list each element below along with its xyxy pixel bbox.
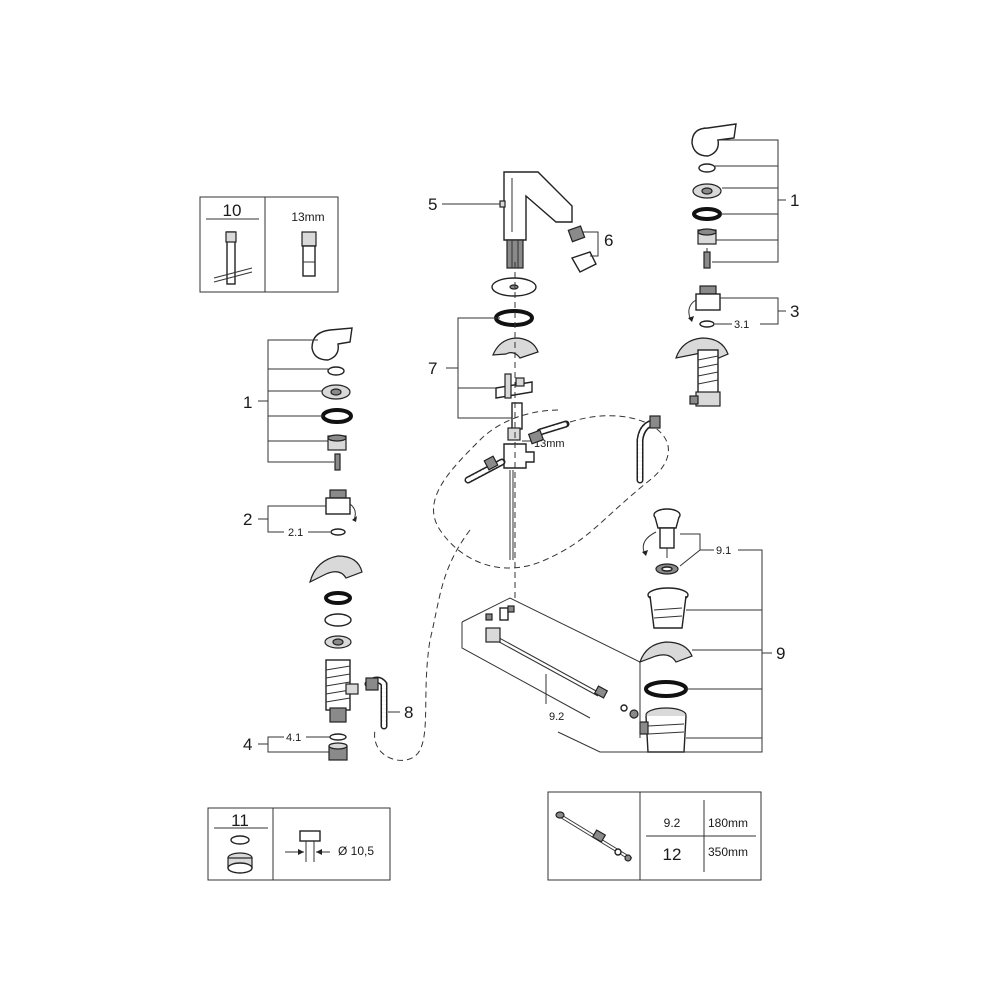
right-elbow-hose	[636, 415, 661, 484]
box-10-number: 10	[223, 201, 242, 220]
lengths-table: 9.2 180mm 12 350mm	[547, 791, 762, 881]
pipe-diameter-icon	[285, 830, 330, 862]
callout-6: 6	[582, 231, 613, 257]
socket-13mm-icon	[301, 231, 317, 277]
drain-assembly	[485, 508, 693, 753]
spout-assembly: 13mm	[491, 171, 597, 600]
callout-9-label: 9	[776, 644, 785, 663]
callout-3-1-label: 3.1	[734, 319, 749, 331]
callout-1-right: 1	[712, 139, 799, 263]
callout-3: 3 3.1	[715, 297, 799, 331]
callout-2: 2 2.1	[243, 505, 330, 539]
callout-3-label: 3	[790, 302, 799, 321]
spout-body	[503, 171, 573, 241]
table-row-1-length: 180mm	[708, 816, 748, 830]
callout-8: 8	[388, 703, 413, 722]
callout-9-1-label: 9.1	[716, 545, 731, 557]
spout-o-ring	[494, 309, 534, 327]
left-valve-assembly	[309, 327, 363, 761]
callout-1-left: 1	[243, 339, 334, 463]
callout-9-2-label: 9.2	[549, 711, 564, 723]
table-row-2-length: 350mm	[708, 845, 748, 859]
callout-2-label: 2	[243, 510, 252, 529]
left-elbow-hose	[364, 676, 388, 730]
mounting-stud	[511, 402, 523, 430]
box-11-diameter: Ø 10,5	[338, 844, 374, 858]
callout-6-label: 6	[604, 231, 613, 250]
hose-route-upper	[433, 409, 669, 569]
rod-bracket-outline	[461, 597, 641, 738]
callout-2-1-label: 2.1	[288, 527, 303, 539]
compression-nut-icon	[227, 852, 253, 874]
right-lever-handle	[691, 123, 737, 157]
table-row-1-part: 9.2	[664, 816, 681, 830]
box-11-seal-nut: 11 Ø 10,5	[207, 807, 391, 881]
callout-1-left-label: 1	[243, 393, 252, 412]
tee-connector	[503, 443, 535, 469]
callout-4-1-label: 4.1	[286, 732, 301, 744]
drain-rod-icon	[555, 811, 633, 862]
left-lever-handle	[311, 327, 353, 361]
fixing-bracket	[495, 381, 533, 399]
spout-13mm-label: 13mm	[534, 438, 565, 450]
callout-5-label: 5	[428, 195, 437, 214]
washer-icon	[230, 835, 250, 845]
callout-4-label: 4	[243, 735, 252, 754]
t-wrench-icon	[213, 231, 253, 285]
callout-1-right-label: 1	[790, 191, 799, 210]
hose-route-lower	[374, 529, 471, 761]
right-valve-assembly	[675, 123, 737, 407]
box-10-tool-kit: 10 13mm	[199, 196, 339, 293]
callout-8-label: 8	[404, 703, 413, 722]
callout-5: 5	[428, 195, 500, 214]
callout-4: 4 4.1	[243, 732, 330, 754]
callout-7: 7	[428, 317, 512, 419]
callout-7-label: 7	[428, 359, 437, 378]
aerator-part-6	[567, 225, 597, 273]
rod-bracket-outline-lower	[461, 622, 591, 719]
box-11-number: 11	[231, 811, 249, 830]
box-10-size: 13mm	[291, 210, 324, 224]
table-row-2-part: 12	[663, 845, 682, 864]
callout-9: 9.1 9 9.2	[545, 533, 785, 753]
tee-hoses	[464, 420, 570, 484]
